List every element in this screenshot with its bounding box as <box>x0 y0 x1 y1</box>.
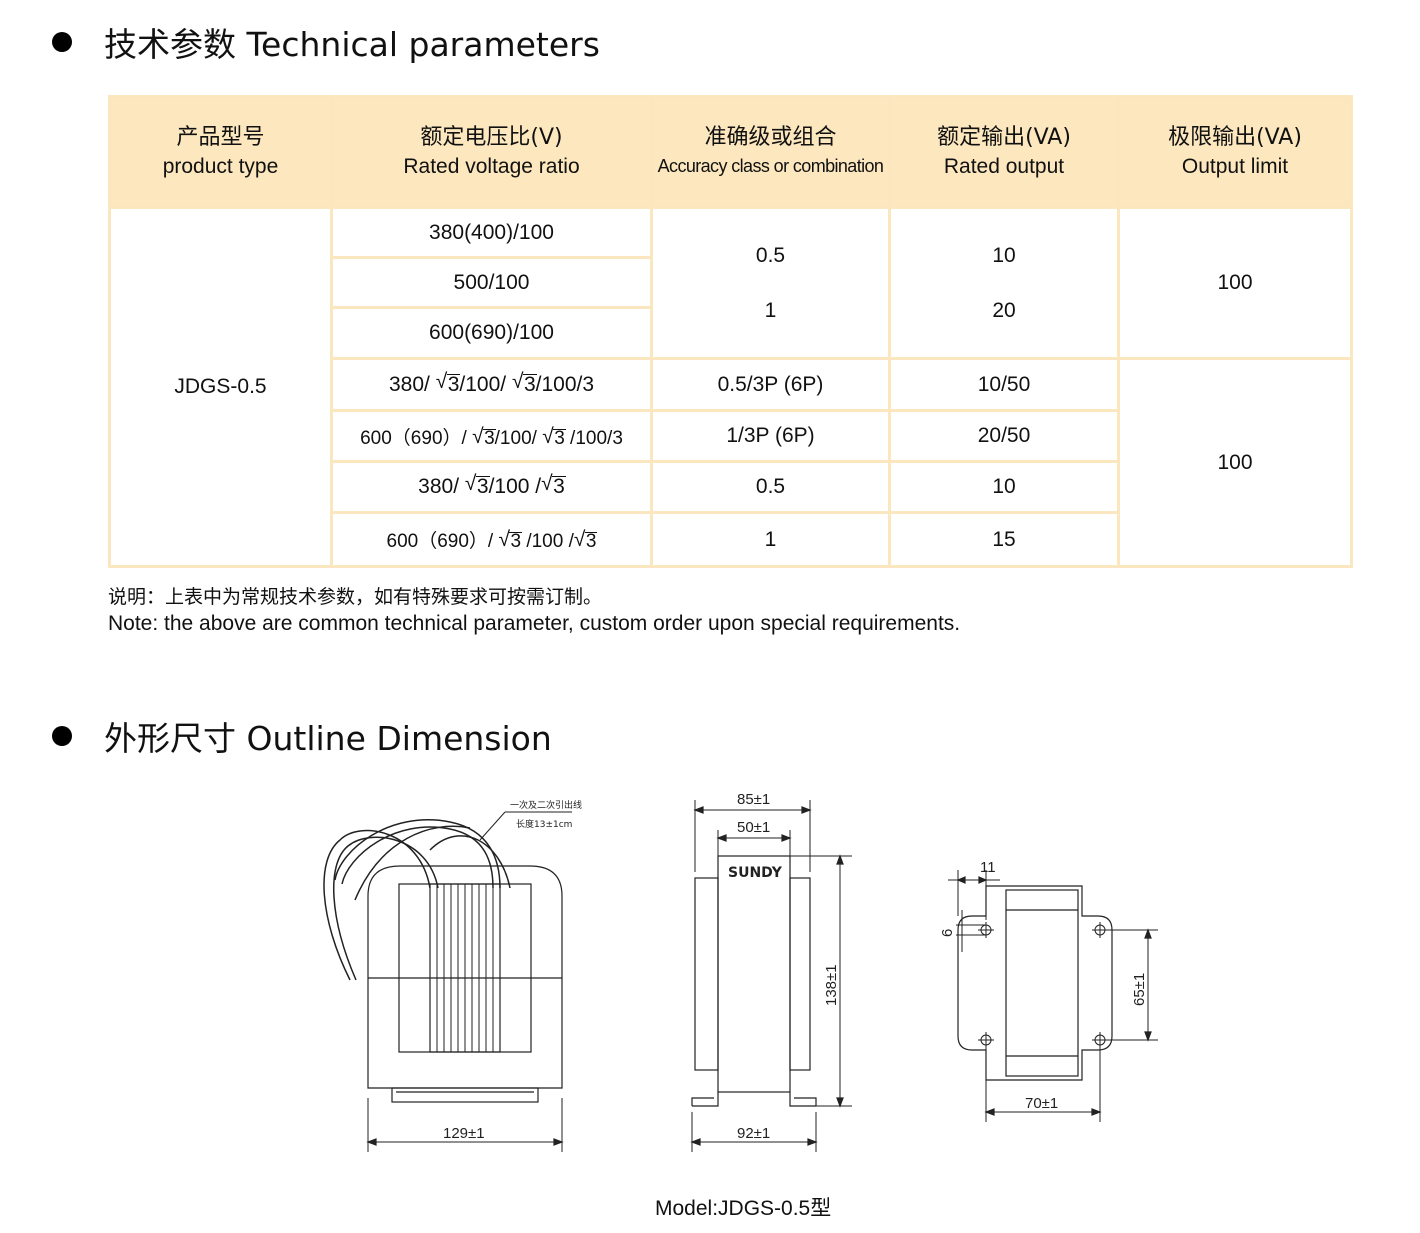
table-row: 600(690)/100 <box>110 306 1352 360</box>
dim-label-top-outer: 85±1 <box>737 791 770 808</box>
sqrt-symbol: √3 <box>511 369 537 396</box>
side-view <box>690 800 852 1152</box>
header-en: Output limit <box>1181 155 1289 178</box>
note-chinese: 说明：上表中为常规技术参数，如有特殊要求可按需订制。 <box>108 586 603 608</box>
dim-label-height: 138±1 <box>823 964 840 1006</box>
ratio-text: /100/3 <box>535 372 595 396</box>
front-view <box>323 811 572 1152</box>
bullet-icon <box>52 726 72 746</box>
ratio-cell: 600（690）/ √3 /100 /√3 <box>330 511 653 568</box>
header-cn: 产品型号 <box>176 125 265 150</box>
header-cn: 额定输出(VA) <box>937 125 1071 150</box>
sqrt-symbol: √3 <box>498 528 523 552</box>
ratio-text: 380/ <box>388 372 436 396</box>
ratio-cell: 600（690）/ √3/100/ √3 /100/3 <box>330 409 653 463</box>
sqrt-symbol: √3 <box>464 472 490 498</box>
header-product-type: 产品型号 product type <box>108 95 333 209</box>
top-view <box>948 870 1158 1122</box>
section-title-technical: 技术参数 Technical parameters <box>52 18 600 66</box>
note-english: Note: the above are common technical par… <box>108 612 961 635</box>
dim-label-hole-diameter: 6 <box>939 929 956 937</box>
limit-cell-group1: 100 <box>1117 206 1353 360</box>
header-en: product type <box>162 155 279 178</box>
table-row: JDGS-0.5 380(400)/100 0.5 1 10 20 100 <box>108 206 1353 568</box>
radicand: 3 <box>523 372 536 396</box>
radicand: 3 <box>476 475 489 498</box>
section-title-text: 技术参数 Technical parameters <box>104 25 600 64</box>
accuracy-value: 0.5 <box>755 244 786 267</box>
ratio-text: /100/3 <box>564 427 623 449</box>
sqrt-symbol: √3 <box>472 424 496 449</box>
table-row: 380/ √3/100/ √3/100/3 0.5/3P (6P) 10/50 … <box>110 357 1353 568</box>
section-title-outline: 外形尺寸 Outline Dimension <box>52 712 552 760</box>
model-cell: JDGS-0.5 <box>108 206 333 568</box>
model-caption: Model:JDGS-0.5型 <box>655 1197 832 1220</box>
ratio-cell: 380/ √3/100 /√3 <box>330 460 653 514</box>
header-en: Rated output <box>943 155 1065 178</box>
output-value: 10 <box>992 244 1016 267</box>
bullet-icon <box>52 32 72 52</box>
header-output-limit: 极限输出(VA) Output limit <box>1117 95 1353 209</box>
accuracy-value: 1 <box>764 299 777 322</box>
output-cell: 20/50 <box>888 409 1120 463</box>
header-rated-output: 额定输出(VA) Rated output <box>888 95 1120 209</box>
ratio-text: /100 / <box>488 475 542 498</box>
lead-length-label: 长度13±1cm <box>516 818 572 830</box>
radicand: 3 <box>554 427 565 449</box>
technical-parameters-table: 产品型号 product type 额定电压比(V) Rated voltage… <box>108 95 1353 568</box>
ratio-text: 600（690）/ <box>360 427 473 449</box>
ratio-cell: 600(690)/100 <box>330 306 653 360</box>
sqrt-symbol: √3 <box>541 472 566 498</box>
table-row: 600（690）/ √3/100/ √3 /100/3 1/3P (6P) 20… <box>110 409 1352 463</box>
sqrt-symbol: √3 <box>435 369 461 396</box>
table-row: 600（690）/ √3 /100 /√3 1 15 <box>110 511 1352 568</box>
header-rated-voltage-ratio: 额定电压比(V) Rated voltage ratio <box>330 95 653 209</box>
ratio-text: /100/ <box>459 372 512 396</box>
outline-dimension-drawing: 一次及二次引出线 长度13±1cm 129±1 85±1 50±1 SUNDY … <box>323 791 1158 1152</box>
ratio-cell: 380/ √3/100/ √3/100/3 <box>330 357 653 412</box>
dim-label-width: 129±1 <box>443 1125 485 1142</box>
dim-label-top-inner: 50±1 <box>737 819 770 836</box>
dim-label-hole-horizontal: 70±1 <box>1025 1095 1058 1112</box>
table-row: 380/ √3/100 /√3 0.5 10 <box>110 460 1352 514</box>
ratio-text: 380/ <box>418 475 465 498</box>
header-cn: 额定电压比(V) <box>420 125 563 150</box>
radicand: 3 <box>484 427 495 449</box>
section-title-text: 外形尺寸 Outline Dimension <box>104 719 552 758</box>
output-cell: 15 <box>888 511 1120 568</box>
brand-logo: SUNDY <box>728 865 783 881</box>
output-cell: 10/50 <box>888 357 1120 412</box>
ratio-cell: 380(400)/100 <box>330 206 653 259</box>
dim-label-hole-vertical: 65±1 <box>1131 973 1148 1006</box>
ratio-text: /100/ <box>494 427 543 449</box>
radicand: 3 <box>510 531 522 552</box>
output-cell: 10 <box>888 460 1120 514</box>
radicand: 3 <box>553 475 565 498</box>
accuracy-cell: 0.5/3P (6P) <box>650 357 891 412</box>
limit-cell-group2: 100 <box>1117 357 1353 568</box>
radicand: 3 <box>585 531 597 552</box>
header-en: Accuracy class or combination <box>657 156 884 176</box>
output-cell-group1: 10 20 <box>888 206 1120 360</box>
accuracy-cell: 1 <box>650 511 891 568</box>
output-value: 20 <box>992 299 1016 322</box>
dim-label-hole-offset: 11 <box>980 859 996 876</box>
lead-wire-label: 一次及二次引出线 <box>510 799 582 811</box>
header-cn: 准确级或组合 <box>704 125 837 150</box>
sqrt-symbol: √3 <box>573 528 598 552</box>
accuracy-cell: 1/3P (6P) <box>650 409 891 463</box>
ratio-cell: 500/100 <box>330 256 653 309</box>
dim-label-base: 92±1 <box>737 1125 770 1142</box>
accuracy-cell: 0.5 <box>650 460 891 514</box>
accuracy-cell-group1: 0.5 1 <box>650 206 891 360</box>
table-header-row: 产品型号 product type 额定电压比(V) Rated voltage… <box>108 95 1353 209</box>
ratio-text: 600（690）/ <box>386 531 499 552</box>
header-en: Rated voltage ratio <box>403 155 580 178</box>
sqrt-symbol: √3 <box>542 424 566 449</box>
header-accuracy-class: 准确级或组合 Accuracy class or combination <box>650 95 891 209</box>
table-row: 500/100 <box>110 256 1352 309</box>
ratio-text: /100 / <box>521 531 574 552</box>
radicand: 3 <box>447 372 460 396</box>
header-cn: 极限输出(VA) <box>1168 125 1302 150</box>
